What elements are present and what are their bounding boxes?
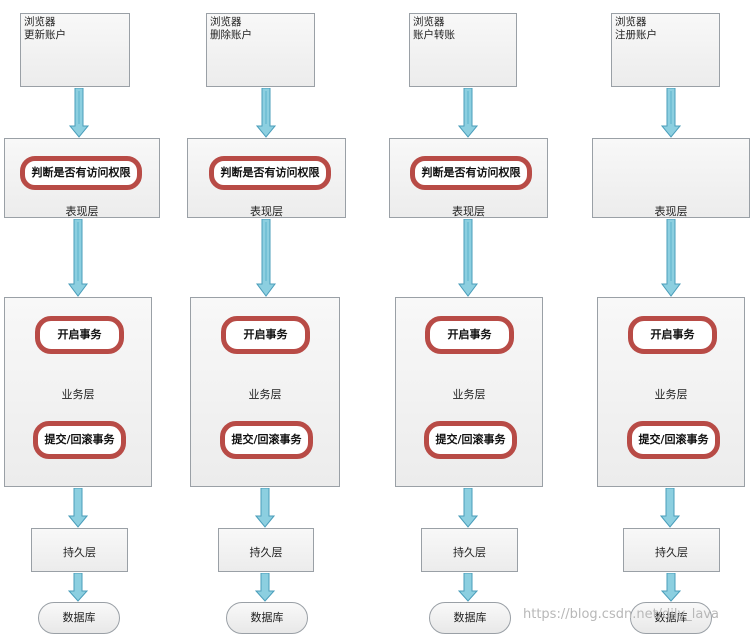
commit-rollback-highlight: 提交/回滚事务: [424, 421, 517, 459]
arrow-down-icon: [660, 488, 680, 528]
business-layer-label: 业务层: [654, 388, 688, 401]
access-check-highlight: 判断是否有访问权限: [20, 156, 142, 190]
arrow-down-icon: [458, 573, 478, 602]
browser-box: 浏览器 账户转账: [409, 13, 517, 87]
database-node: 数据库: [630, 602, 712, 634]
browser-title: 浏览器: [615, 16, 647, 28]
access-check-highlight: 判断是否有访问权限: [410, 156, 532, 190]
browser-title: 浏览器: [24, 16, 56, 28]
database-node: 数据库: [38, 602, 120, 634]
browser-box: 浏览器 删除账户: [206, 13, 315, 87]
browser-action: 注册账户: [615, 29, 657, 41]
persistence-layer-label: 持久层: [453, 546, 486, 559]
arrow-down-icon: [69, 88, 89, 138]
arrow-down-icon: [458, 488, 478, 528]
browser-action: 更新账户: [24, 29, 66, 41]
begin-transaction-highlight: 开启事务: [35, 316, 124, 354]
arrow-down-icon: [661, 573, 681, 602]
arrow-down-icon: [256, 88, 276, 138]
presentation-layer-label: 表现层: [250, 205, 283, 218]
arrow-down-icon: [458, 88, 478, 138]
persistence-layer-box: 持久层: [31, 528, 128, 572]
arrow-down-icon: [68, 573, 88, 602]
watermark-text: https://blog.csdn.net/dily_lava: [523, 607, 719, 622]
arrow-down-icon: [255, 488, 275, 528]
business-layer-label: 业务层: [61, 388, 95, 401]
browser-title: 浏览器: [210, 16, 242, 28]
business-layer-box: 开启事务 业务层 提交/回滚事务: [395, 297, 543, 487]
database-node: 数据库: [429, 602, 511, 634]
browser-box: 浏览器 注册账户: [611, 13, 720, 87]
business-layer-label: 业务层: [248, 388, 282, 401]
presentation-layer-box: 判断是否有访问权限 表现层: [187, 138, 346, 218]
begin-transaction-highlight: 开启事务: [221, 316, 310, 354]
database-node: 数据库: [226, 602, 308, 634]
presentation-layer-box: 表现层: [592, 138, 750, 218]
browser-action: 账户转账: [413, 29, 455, 41]
commit-rollback-highlight: 提交/回滚事务: [33, 421, 126, 459]
arrow-down-icon: [458, 219, 478, 297]
business-layer-box: 开启事务 业务层 提交/回滚事务: [597, 297, 745, 487]
commit-rollback-highlight: 提交/回滚事务: [627, 421, 720, 459]
arrow-down-icon: [661, 219, 681, 297]
arrow-down-icon: [661, 88, 681, 138]
persistence-layer-label: 持久层: [63, 546, 96, 559]
arrow-down-icon: [68, 219, 88, 297]
business-layer-box: 开启事务 业务层 提交/回滚事务: [4, 297, 152, 487]
access-check-highlight: 判断是否有访问权限: [209, 156, 331, 190]
presentation-layer-label: 表现层: [654, 205, 688, 218]
browser-title: 浏览器: [413, 16, 445, 28]
presentation-layer-label: 表现层: [452, 205, 485, 218]
arrow-down-icon: [68, 488, 88, 528]
begin-transaction-highlight: 开启事务: [628, 316, 717, 354]
persistence-layer-box: 持久层: [218, 528, 314, 572]
persistence-layer-label: 持久层: [249, 546, 283, 559]
persistence-layer-box: 持久层: [421, 528, 518, 572]
browser-box: 浏览器 更新账户: [20, 13, 130, 87]
business-layer-label: 业务层: [452, 388, 486, 401]
presentation-layer-box: 判断是否有访问权限 表现层: [389, 138, 548, 218]
arrow-down-icon: [255, 573, 275, 602]
begin-transaction-highlight: 开启事务: [425, 316, 514, 354]
business-layer-box: 开启事务 业务层 提交/回滚事务: [190, 297, 340, 487]
persistence-layer-label: 持久层: [655, 546, 688, 559]
persistence-layer-box: 持久层: [623, 528, 720, 572]
presentation-layer-box: 判断是否有访问权限 表现层: [4, 138, 160, 218]
commit-rollback-highlight: 提交/回滚事务: [220, 421, 313, 459]
presentation-layer-label: 表现层: [65, 205, 99, 218]
arrow-down-icon: [256, 219, 276, 297]
browser-action: 删除账户: [210, 29, 252, 41]
